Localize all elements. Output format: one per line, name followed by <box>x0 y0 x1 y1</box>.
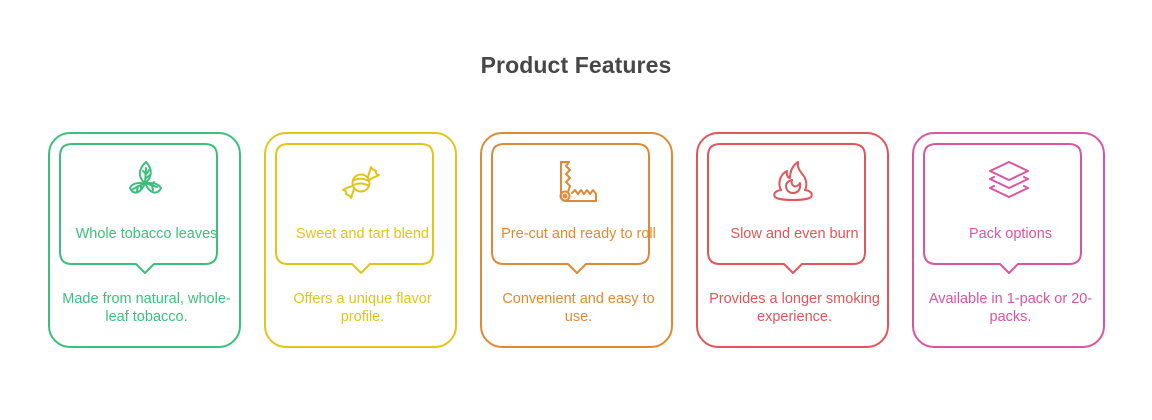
feature-label: Sweet and tart blend <box>295 226 429 242</box>
feature-description: Convenient and easy to use. <box>502 291 655 325</box>
leaves-icon <box>119 156 171 208</box>
page-title: Product Features <box>480 52 672 78</box>
feature-card-slow-burn: Slow and even burn Provides a longer smo… <box>696 132 889 348</box>
callout-box <box>491 143 650 274</box>
feature-card-pack-options: Pack options Available in 1-pack or 20-p… <box>912 132 1105 348</box>
feature-description: Available in 1-pack or 20-packs. <box>928 291 1093 325</box>
candy-icon <box>335 156 387 208</box>
rolling-paper-icon <box>551 156 603 208</box>
feature-description: Made from natural, whole-leaf tobacco. <box>62 291 231 325</box>
layers-icon <box>983 156 1035 208</box>
feature-card-whole-leaves: Whole tobacco leaves Made from natural, … <box>48 132 241 348</box>
fire-icon <box>767 156 819 208</box>
feature-card-sweet-blend: Sweet and tart blend Offers a unique fla… <box>264 132 457 348</box>
feature-label: Pre-cut and ready to roll <box>501 226 656 242</box>
feature-label: Slow and even burn <box>730 226 859 242</box>
feature-card-pre-cut: Pre-cut and ready to roll Convenient and… <box>480 132 673 348</box>
callout-box <box>923 143 1082 274</box>
callout-box <box>707 143 866 274</box>
feature-label: Whole tobacco leaves <box>75 226 218 242</box>
feature-label: Pack options <box>968 226 1053 242</box>
callout-box <box>59 143 218 274</box>
feature-description: Offers a unique flavor profile. <box>293 291 432 325</box>
feature-description: Provides a longer smoking experience. <box>709 291 880 325</box>
callout-box <box>275 143 434 274</box>
